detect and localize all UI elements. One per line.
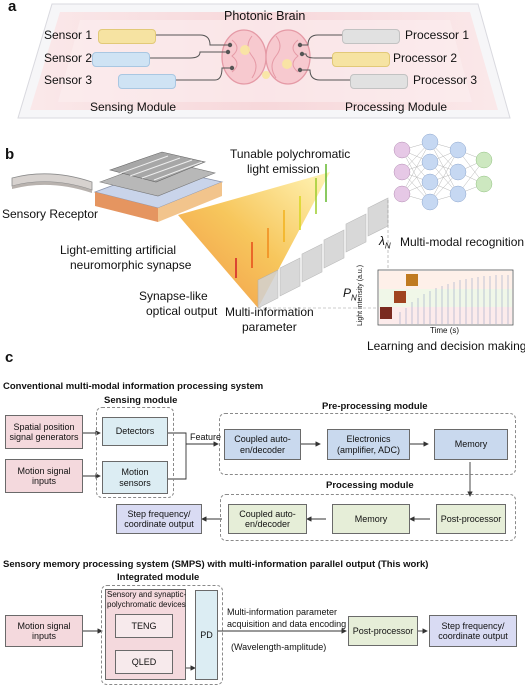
post-processor-box-1: Post-processor bbox=[436, 504, 506, 534]
processing-module-heading: Processing module bbox=[326, 480, 414, 491]
processor-1-label: Processor 1 bbox=[405, 28, 470, 42]
pd-box: PD bbox=[195, 590, 218, 680]
processor-3-block bbox=[350, 74, 408, 89]
sensing-module-heading: Sensing module bbox=[104, 395, 178, 406]
tunable-label-line2: light emission bbox=[247, 162, 320, 176]
sensor-2-label: Sensor 2 bbox=[44, 51, 93, 65]
sensing-module-frame bbox=[96, 407, 174, 498]
memory-box-2: Memory bbox=[332, 504, 410, 534]
processor-2-block bbox=[332, 52, 390, 67]
sensor-2-block bbox=[92, 52, 150, 67]
acquisition-line1: Multi-information parameter bbox=[227, 607, 338, 617]
preprocessing-module-heading: Pre-processing module bbox=[322, 401, 428, 412]
post-processor-box-2: Post-processor bbox=[348, 616, 418, 646]
multi-info-line2: parameter bbox=[242, 320, 297, 334]
p-label: PN bbox=[343, 286, 357, 303]
smps-title: Sensory memory processing system (SMPS) … bbox=[3, 559, 429, 570]
sensor-3-block bbox=[118, 74, 176, 89]
emission-spikes bbox=[235, 164, 327, 278]
photonic-brain-title: Photonic Brain bbox=[224, 9, 306, 23]
output-panels bbox=[257, 197, 389, 309]
multi-info-line1: Multi-information bbox=[225, 305, 314, 319]
processor-3-label: Processor 3 bbox=[413, 73, 478, 87]
learning-label: Learning and decision making bbox=[367, 339, 525, 353]
optical-output-line1: Synapse-like bbox=[139, 289, 208, 303]
sensory-receptor-label: Sensory Receptor bbox=[2, 207, 99, 221]
conventional-title: Conventional multi-modal information pro… bbox=[3, 381, 264, 392]
feature-label: Feature bbox=[190, 432, 222, 442]
wavelength-label: (Wavelength-amplitude) bbox=[231, 642, 327, 652]
light-beam bbox=[178, 172, 330, 308]
acquisition-line2: acquisition and data encoding bbox=[227, 619, 347, 629]
devices-label-line2: polychromatic devices bbox=[107, 600, 186, 609]
synapse-label-line1: Light-emitting artificial bbox=[60, 243, 177, 257]
qled-box: QLED bbox=[115, 650, 173, 674]
step-frequency-box-1: Step frequency/coordinate output bbox=[116, 504, 202, 534]
sensing-module-label: Sensing Module bbox=[90, 100, 177, 114]
panel-c-letter: c bbox=[5, 349, 14, 366]
lambda-label: λN bbox=[379, 234, 391, 251]
devices-label-line1: Sensory and synaptic- bbox=[107, 590, 187, 599]
processor-1-block bbox=[342, 29, 400, 44]
tunable-label-line1: Tunable polychromatic bbox=[230, 147, 351, 161]
optical-output-line2: optical output bbox=[146, 304, 218, 318]
sensor-3-label: Sensor 3 bbox=[44, 73, 93, 87]
panel-b-illustration bbox=[11, 133, 514, 326]
integrated-module-heading: Integrated module bbox=[117, 572, 200, 583]
preprocessing-module-frame bbox=[219, 413, 516, 475]
multimodal-label: Multi-modal recognition bbox=[400, 235, 525, 249]
synapse-label-line2: neuromorphic synapse bbox=[70, 258, 192, 272]
learning-inset-plot bbox=[377, 269, 514, 326]
synapse-device-icon bbox=[93, 151, 224, 222]
memory-box-1: Memory bbox=[434, 429, 508, 460]
sensor-1-block bbox=[98, 29, 156, 44]
processing-module-label: Processing Module bbox=[345, 100, 448, 114]
inset-xlabel: Time (s) bbox=[430, 326, 460, 335]
step-frequency-box-2: Step frequency/coordinate output bbox=[429, 615, 517, 647]
teng-box: TENG bbox=[115, 614, 173, 638]
sensory-receptor-icon bbox=[11, 173, 93, 193]
sensor-1-label: Sensor 1 bbox=[44, 28, 93, 42]
processing-module-frame bbox=[220, 494, 516, 541]
detectors-box: Detectors bbox=[102, 417, 168, 446]
panel-a-letter: a bbox=[8, 0, 17, 15]
coupled-autoencoder-box-2: Coupled auto-en/decoder bbox=[228, 504, 307, 534]
panel-c-arrows bbox=[83, 430, 473, 671]
inset-ylabel: Light intensity (a.u.) bbox=[357, 264, 365, 327]
panel-b-letter: b bbox=[5, 146, 15, 163]
neural-network-icon bbox=[393, 133, 493, 211]
electronics-box: Electronics(amplifier, ADC) bbox=[327, 429, 410, 460]
processor-2-label: Processor 2 bbox=[393, 51, 458, 65]
coupled-autoencoder-box-1: Coupled auto-en/decoder bbox=[224, 429, 301, 460]
